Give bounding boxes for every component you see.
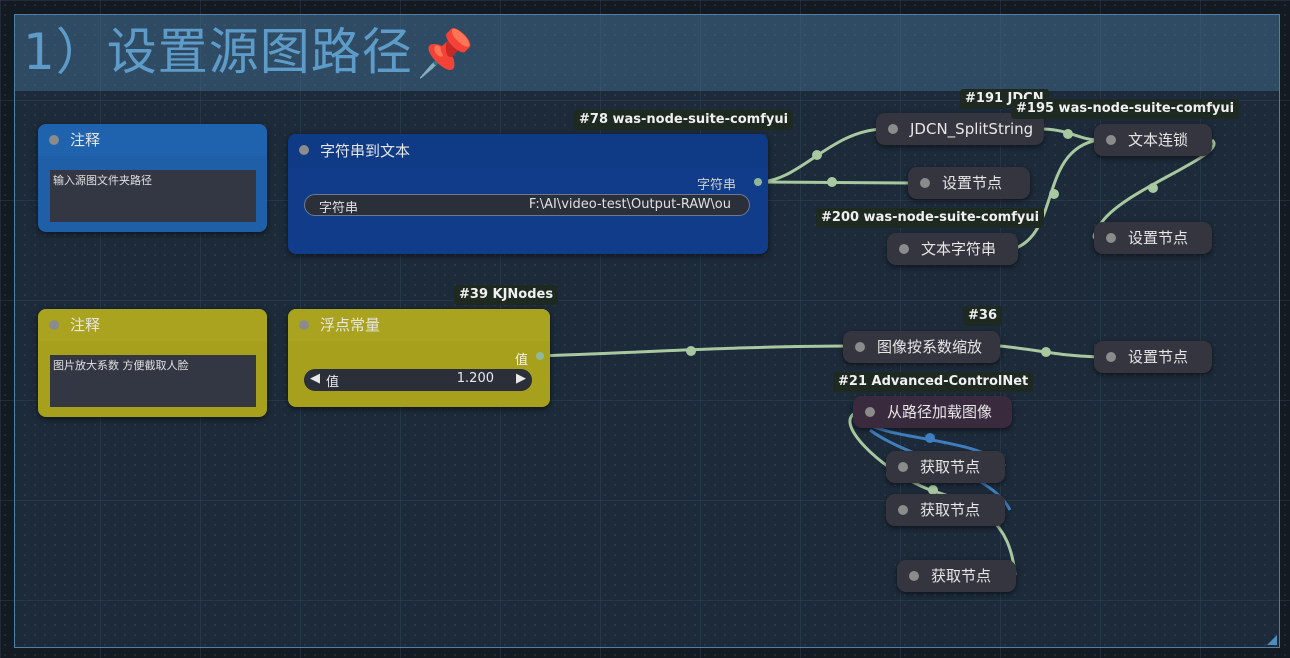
node-header[interactable]: 字符串到文本 [288,134,768,168]
note-node-yellow[interactable]: 注释 图片放大系数 方便截取人脸 [38,309,267,417]
collapse-dot-icon[interactable] [1106,352,1116,362]
text-concat-node[interactable]: 文本连锁 [1094,124,1212,156]
collapse-dot-icon[interactable] [299,320,309,330]
node-title: 获取节点 [931,567,992,585]
node-header[interactable]: 注释 [38,124,267,156]
node-title: 注释 [70,131,101,149]
node-title: 文本连锁 [1128,131,1189,149]
collapse-dot-icon[interactable] [909,571,919,581]
collapse-dot-icon[interactable] [49,320,59,330]
jdcn-split-node[interactable]: JDCN_SplitString [876,113,1044,145]
string-widget[interactable]: 字符串 F:\AI\video-test\Output-RAW\ou [304,194,750,216]
node-title: 从路径加载图像 [887,403,993,421]
set-node[interactable]: 设置节点 [1094,341,1212,373]
set-node[interactable]: 设置节点 [1094,222,1212,254]
node-badge: #21 Advanced-ControlNet [833,372,1034,392]
note-textarea[interactable]: 图片放大系数 方便截取人脸 [50,355,256,407]
widget-label: 值 [326,375,340,390]
node-title: 获取节点 [920,458,981,476]
node-title: JDCN_SplitString [910,120,1034,138]
float-constant-node[interactable]: 浮点常量 值 ◀ 值 1.200 ▶ [288,309,550,407]
collapse-dot-icon[interactable] [865,407,875,417]
node-badge: #195 was-node-suite-comfyui [1011,99,1240,119]
group-resize-handle[interactable] [1267,635,1277,645]
collapse-dot-icon[interactable] [898,505,908,515]
float-widget[interactable]: ◀ 值 1.200 ▶ [304,369,532,391]
increment-arrow-icon[interactable]: ▶ [516,371,526,386]
collapse-dot-icon[interactable] [855,342,865,352]
node-title: 浮点常量 [320,316,381,334]
output-label: 值 [514,353,528,368]
node-badge: #200 was-node-suite-comfyui [816,208,1045,228]
collapse-dot-icon[interactable] [299,145,309,155]
get-node[interactable]: 获取节点 [886,494,1005,526]
node-title: 文本字符串 [921,240,997,258]
node-title: 设置节点 [1128,229,1189,247]
node-badge: #36 [963,306,1002,326]
note-node-blue[interactable]: 注释 输入源图文件夹路径 [38,124,267,232]
node-badge: #39 KJNodes [454,285,559,305]
pushpin-icon: 📌 [416,26,476,80]
node-title: 设置节点 [942,174,1003,192]
group-title: 1）设置源图路径📌 [23,23,476,81]
collapse-dot-icon[interactable] [898,462,908,472]
get-node[interactable]: 获取节点 [886,451,1005,483]
collapse-dot-icon[interactable] [920,178,930,188]
node-title: 设置节点 [1128,348,1189,366]
node-title: 图像按系数缩放 [877,338,983,356]
output-label: 字符串 [696,178,736,193]
collapse-dot-icon[interactable] [1106,233,1116,243]
widget-label: 字符串 [319,201,359,216]
node-badge: #78 was-node-suite-comfyui [574,110,794,130]
node-header[interactable]: 注释 [38,309,267,341]
widget-value: F:\AI\video-test\Output-RAW\ou [528,197,731,212]
collapse-dot-icon[interactable] [49,135,59,145]
load-image-from-path-node[interactable]: 从路径加载图像 [853,396,1012,428]
node-title: 注释 [70,316,101,334]
node-title: 获取节点 [920,501,981,519]
output-port[interactable] [536,352,544,360]
get-node[interactable]: 获取节点 [897,560,1016,592]
widget-value: 1.200 [456,371,494,386]
note-textarea[interactable]: 输入源图文件夹路径 [50,170,256,222]
text-string-node[interactable]: 文本字符串 [887,233,1018,265]
collapse-dot-icon[interactable] [899,244,909,254]
decrement-arrow-icon[interactable]: ◀ [310,371,320,386]
image-scale-node[interactable]: 图像按系数缩放 [843,331,1000,363]
collapse-dot-icon[interactable] [888,124,898,134]
group-title-bar[interactable]: 1）设置源图路径📌 [15,15,1279,91]
set-node[interactable]: 设置节点 [908,167,1030,199]
node-title: 字符串到文本 [320,142,411,160]
node-header[interactable]: 浮点常量 [288,309,550,341]
output-port[interactable] [754,178,762,186]
collapse-dot-icon[interactable] [1106,135,1116,145]
string-to-text-node[interactable]: 字符串到文本 字符串 字符串 F:\AI\video-test\Output-R… [288,134,768,254]
